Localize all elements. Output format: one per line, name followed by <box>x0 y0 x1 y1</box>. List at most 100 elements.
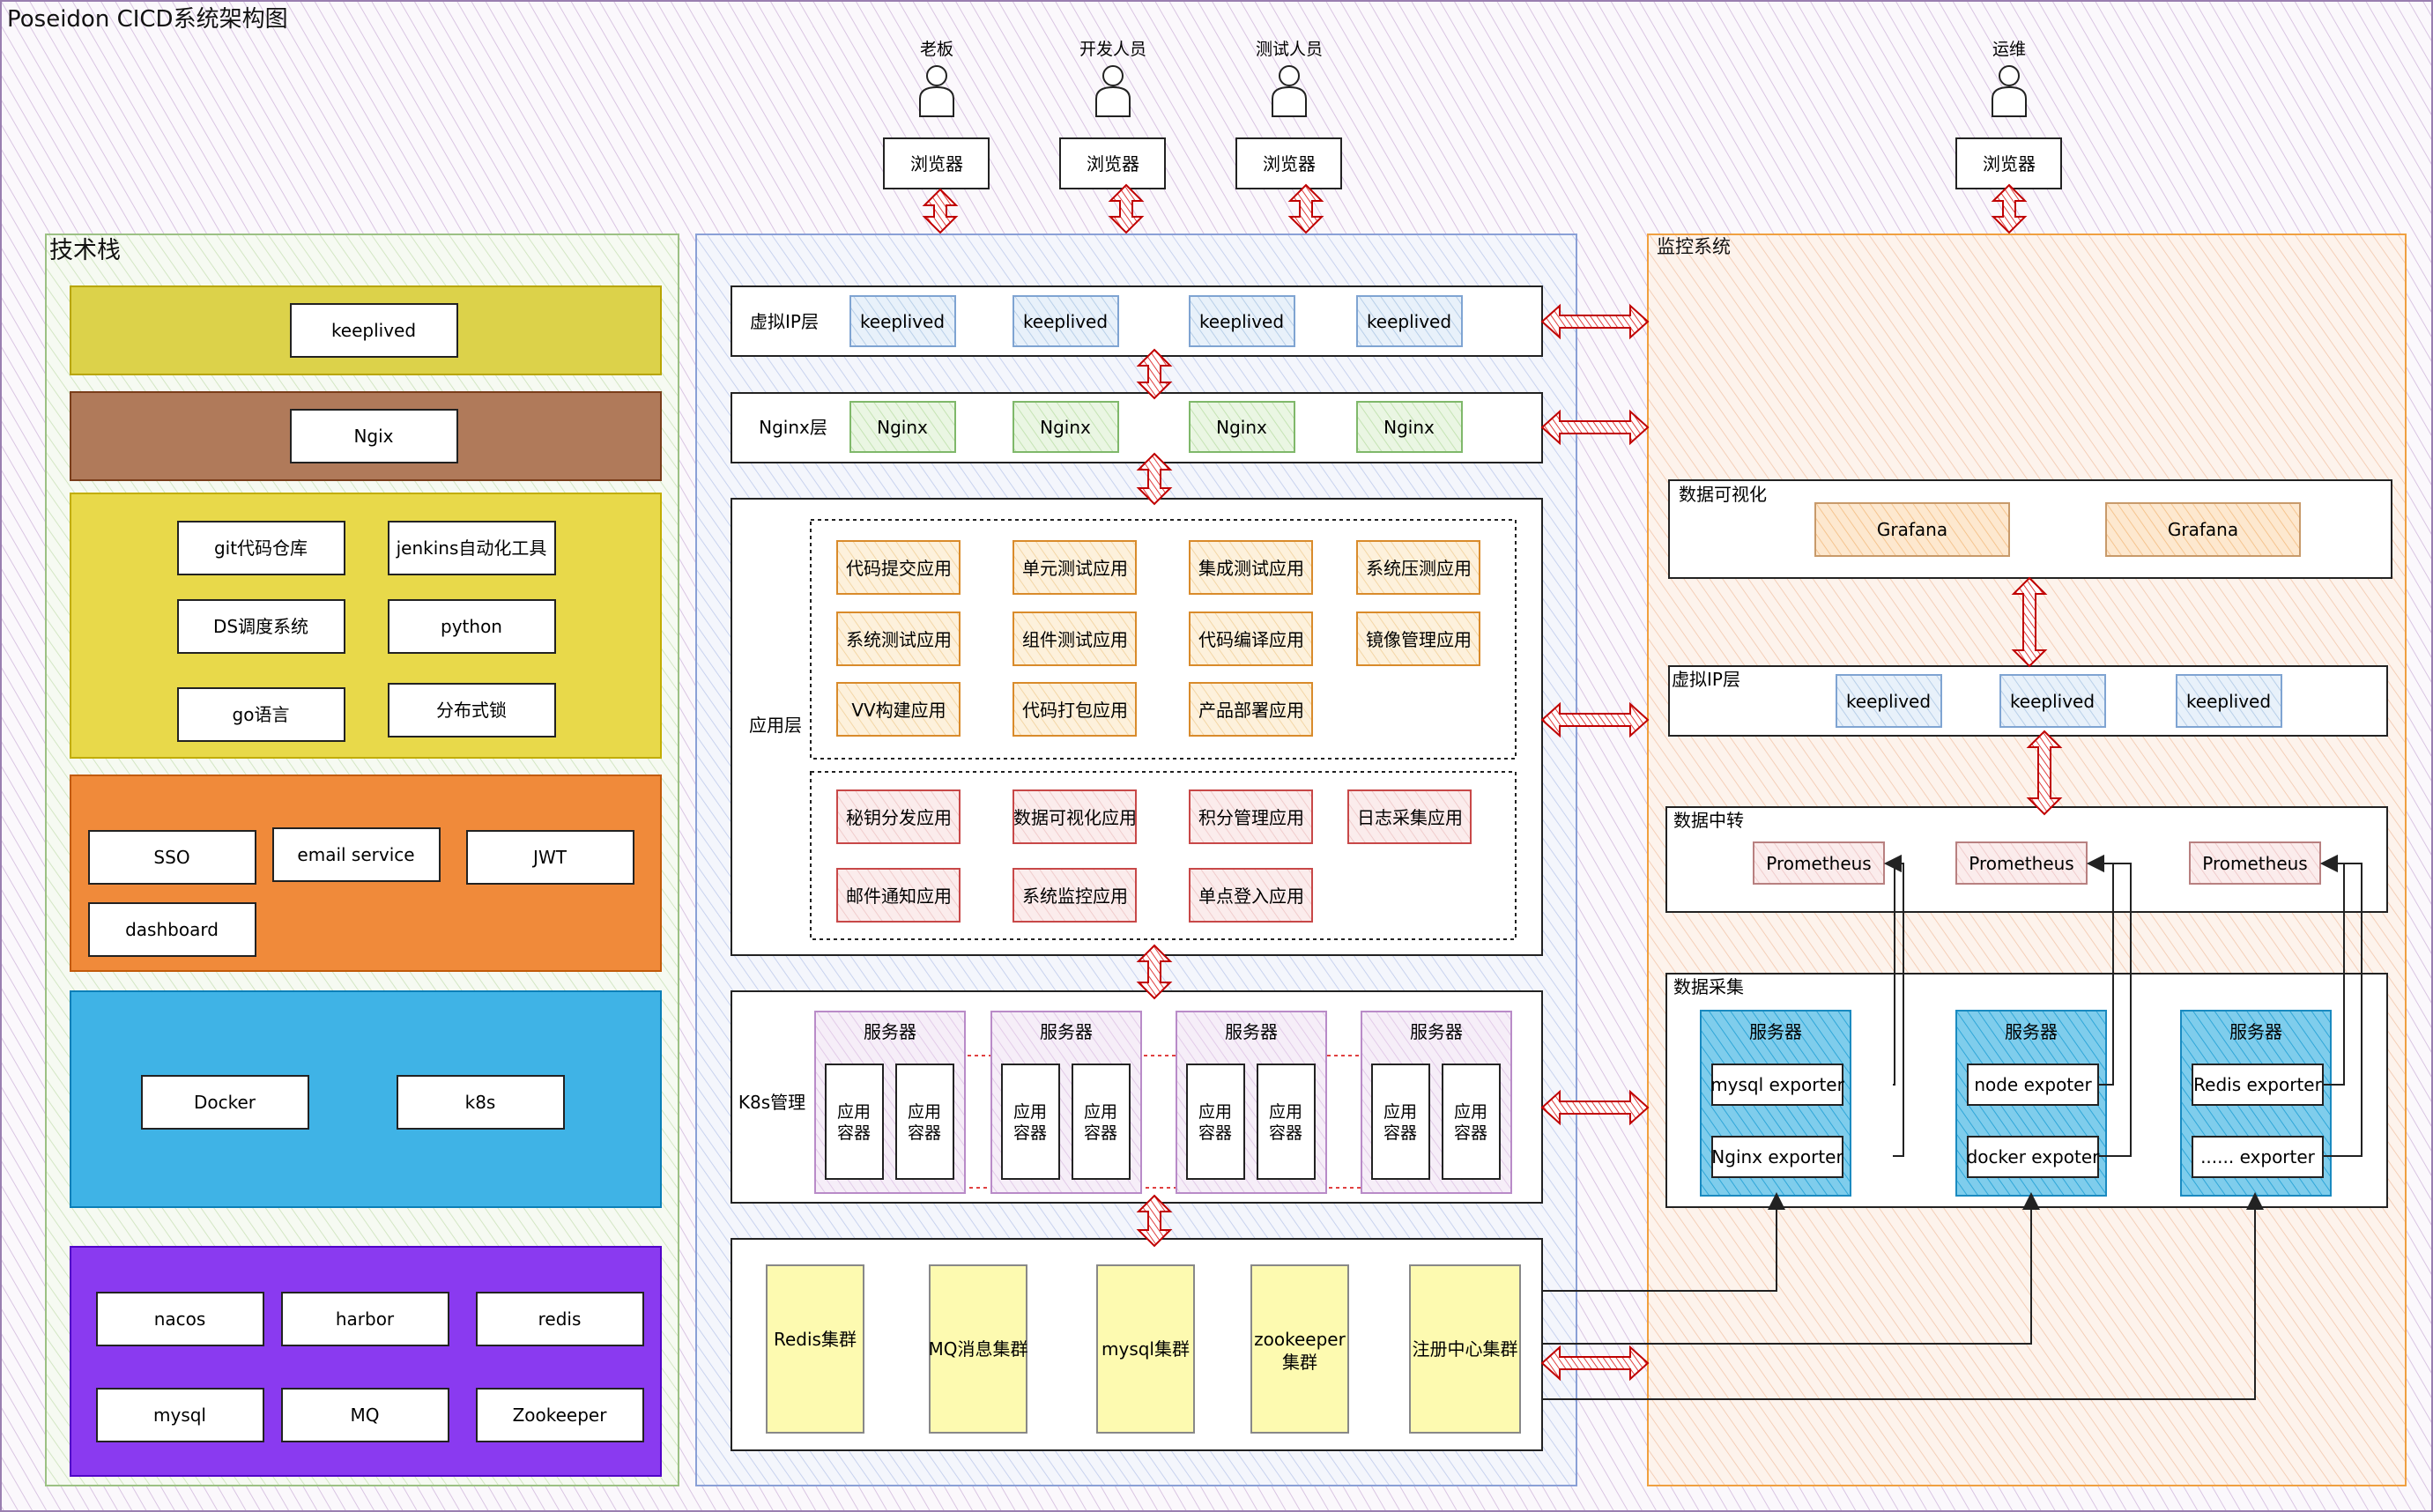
cluster-label: zookeeper <box>1254 1329 1346 1350</box>
cluster-label: 集群 <box>1282 1352 1317 1373</box>
app-group-platform <box>810 771 1517 940</box>
exporter-node <box>2192 1136 2324 1178</box>
tech-item-box <box>96 1292 264 1346</box>
double-arrow <box>1287 183 1324 234</box>
tech-stack-title: 技术栈 <box>49 237 121 264</box>
prometheus-label: Prometheus <box>1969 853 2073 874</box>
container-label: 容器 <box>1383 1123 1417 1143</box>
tech-item: keeplived <box>331 320 416 341</box>
app-node <box>836 789 961 844</box>
app-node <box>1013 868 1137 923</box>
cluster-label: mysql集群 <box>1102 1338 1190 1360</box>
double-arrow <box>922 188 959 234</box>
app-label: 日志采集应用 <box>1357 807 1463 828</box>
keeplived-node <box>1999 674 2106 728</box>
tech-item-box <box>88 902 256 957</box>
app-container <box>1072 1064 1131 1180</box>
user-role-label: 老板 <box>920 40 953 59</box>
vip-layer-label: 虚拟IP层 <box>750 311 819 332</box>
container-label: 容器 <box>1198 1123 1232 1143</box>
app-label: 代码编译应用 <box>1198 629 1304 650</box>
app-node <box>1356 611 1480 666</box>
keeplived-label: keeplived <box>2186 691 2271 712</box>
tech-item: redis <box>538 1308 582 1330</box>
person-icon <box>919 65 954 117</box>
tech-item-box <box>177 521 345 575</box>
cluster-label: 注册中心集群 <box>1413 1338 1518 1360</box>
app-label: 代码打包应用 <box>1022 700 1128 721</box>
tech-item: Docker <box>194 1092 256 1113</box>
app-node <box>836 682 961 737</box>
tech-item: k8s <box>465 1092 496 1113</box>
app-label: 秘钥分发应用 <box>846 807 952 828</box>
tech-item: MQ <box>351 1405 380 1426</box>
app-container <box>1186 1064 1245 1180</box>
double-arrow <box>2011 576 2048 668</box>
nginx-label: Nginx <box>877 417 928 438</box>
grafana-node <box>2105 502 2301 557</box>
keeplived-node <box>1356 295 1463 347</box>
exporter-node <box>1711 1136 1843 1178</box>
server-label: 服务器 <box>2229 1021 2282 1042</box>
user-ops: 运维 浏览器 <box>1955 40 2062 189</box>
user-role-label: 开发人员 <box>1079 40 1146 59</box>
app-label: 组件测试应用 <box>1022 629 1128 650</box>
app-node <box>1013 682 1137 737</box>
app-label: 系统监控应用 <box>1022 886 1128 907</box>
app-node <box>1013 789 1137 844</box>
container-label: 应用 <box>1013 1102 1047 1122</box>
cluster-connectors <box>1542 1192 2264 1400</box>
server-label: 服务器 <box>1040 1021 1093 1042</box>
pipeline-apps: 代码提交应用单元测试应用集成测试应用系统压测应用系统测试应用组件测试应用代码编译… <box>836 540 1480 737</box>
exporter-label: ...... exporter <box>2200 1146 2316 1167</box>
container-label: 应用 <box>837 1102 871 1122</box>
flow-arrows <box>922 183 2063 1382</box>
keeplived-label: keeplived <box>1199 311 1284 332</box>
app-label: VV构建应用 <box>851 700 946 721</box>
exporter-node <box>1711 1064 1843 1106</box>
exporter-label: mysql exporter <box>1710 1074 1844 1095</box>
tech-item-box <box>177 599 345 654</box>
container-label: 容器 <box>908 1123 941 1143</box>
tech-item-box <box>397 1075 565 1130</box>
tech-item-box <box>388 599 556 654</box>
k8s-layer-label: K8s管理 <box>738 1092 805 1113</box>
visualization-label: 数据可视化 <box>1679 484 1767 505</box>
app-label: 代码提交应用 <box>846 558 952 579</box>
person-icon <box>1095 65 1131 117</box>
person-icon <box>1992 65 2027 117</box>
monitor-panel: 监控系统 数据可视化 Grafana Grafana 虚拟IP层 keepliv… <box>1542 233 2407 1486</box>
double-arrow <box>1991 183 2028 234</box>
keeplived-node <box>1189 295 1295 347</box>
grafana-label: Grafana <box>2168 519 2238 540</box>
double-arrow <box>1540 701 1650 738</box>
app-node <box>1189 868 1313 923</box>
app-node <box>836 540 961 595</box>
container-label: 应用 <box>1454 1102 1487 1122</box>
app-node <box>836 868 961 923</box>
exporter-node <box>1967 1064 2099 1106</box>
app-container <box>1442 1064 1501 1180</box>
app-node <box>1189 682 1313 737</box>
app-node <box>1189 611 1313 666</box>
container-label: 容器 <box>1013 1123 1047 1143</box>
app-label: 邮件通知应用 <box>846 886 952 907</box>
app-label: 数据可视化应用 <box>1013 807 1137 828</box>
app-label: 单点登入应用 <box>1198 886 1304 907</box>
cluster-node <box>1409 1264 1521 1434</box>
tech-item: SSO <box>153 847 189 868</box>
double-arrow <box>1540 1345 1650 1382</box>
tech-stack-panel: 技术栈 keeplived Ngix git代码仓库 jenkins自动化工具 … <box>45 233 679 1486</box>
monitor-vip-label: 虚拟IP层 <box>1672 669 1740 690</box>
cluster-node <box>929 1264 1027 1434</box>
exporter-connectors <box>1884 855 2363 1157</box>
tech-item-box <box>96 1388 264 1442</box>
keeplived-node <box>1013 295 1119 347</box>
cluster-node <box>1096 1264 1195 1434</box>
platform-apps: 秘钥分发应用数据可视化应用积分管理应用日志采集应用邮件通知应用系统监控应用单点登… <box>836 789 1472 923</box>
browser-box <box>883 137 990 189</box>
relay-label: 数据中转 <box>1673 810 1744 831</box>
